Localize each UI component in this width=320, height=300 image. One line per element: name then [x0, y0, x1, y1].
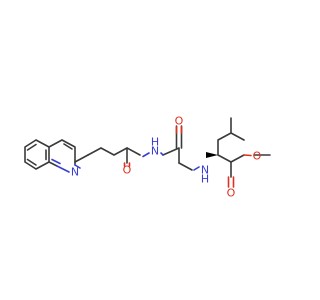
- amide2-oxygen-label: O: [175, 115, 184, 128]
- amide1-hydrogen-label: H: [151, 136, 159, 149]
- bond-amide1-c-n: [142, 152, 150, 158]
- ester-ether-oxygen-label: O: [253, 150, 262, 163]
- amide1-oxygen-label: O: [123, 164, 132, 177]
- ester-carbonyl-oxygen-label: O: [227, 187, 236, 200]
- bond-amide2-c-n: [178, 162, 193, 171]
- bond-ester-c-o: [243, 154, 252, 157]
- chemical-structure-diagram: N O N H O N H O O: [24, 115, 271, 200]
- stereo-wedge-bond: [206, 152, 218, 158]
- amide2-hydrogen-label: H: [201, 173, 209, 186]
- bond-n1-double-inner: [51, 158, 61, 165]
- bond-benzo-ring: [24, 139, 50, 170]
- bond-leucine-side-chain: [217, 117, 245, 163]
- bond-glycine-ch2: [162, 147, 180, 164]
- bond-pyridine-carbon: [48, 139, 76, 163]
- bond-pyridine-double-inner: [63, 143, 73, 150]
- bond-amide2-c-n: [193, 166, 200, 171]
- bond-amide1-n-ch2: [160, 152, 164, 156]
- hetero-bond-layer: [48, 125, 252, 188]
- amide2-nitrogen-label: N: [201, 164, 209, 177]
- quinoline-nitrogen-label: N: [71, 166, 79, 179]
- bond-ester-c-o: [230, 154, 245, 163]
- bond-c8a-n1: [48, 161, 58, 167]
- bond-propanoyl-chain: [87, 147, 128, 164]
- bond-c2-n1: [74, 164, 81, 169]
- bond-amide1-c-n: [126, 147, 141, 156]
- bond-c2-chain: [74, 154, 89, 163]
- bond-c8a-n1: [56, 165, 70, 173]
- bond-benzo-double-inner: [26, 143, 47, 166]
- bond-layer: [24, 117, 271, 178]
- atom-label-layer: N O N H O N H O O: [71, 115, 262, 200]
- amide1-nitrogen-label: N: [151, 145, 159, 158]
- molecule-canvas: N O N H O N H O O: [24, 114, 271, 200]
